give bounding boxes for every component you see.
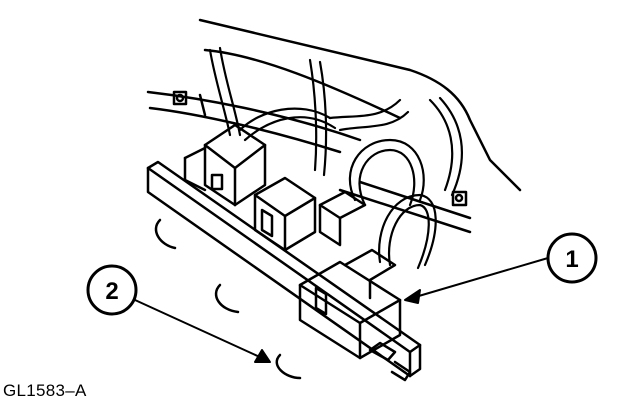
arrowhead-2 — [254, 349, 271, 363]
callout-1-number: 1 — [565, 246, 578, 273]
wiring-harness — [208, 46, 463, 270]
figure-id-label: GL1583–A — [3, 381, 87, 400]
connector-center — [253, 176, 367, 252]
mounting-panel — [146, 18, 522, 234]
leader-lines — [134, 257, 549, 363]
callout-2: 2 — [86, 264, 138, 316]
callout-1: 1 — [546, 232, 598, 284]
leader-line-2 — [134, 299, 263, 359]
arrowhead-1 — [404, 289, 421, 304]
connector-upper-left — [183, 123, 267, 207]
callout-2-number: 2 — [105, 278, 118, 305]
callout-2-circle — [86, 264, 138, 316]
connector-callout-1 — [298, 248, 402, 360]
leader-line-1 — [411, 257, 549, 299]
callout-1-circle — [546, 232, 598, 284]
